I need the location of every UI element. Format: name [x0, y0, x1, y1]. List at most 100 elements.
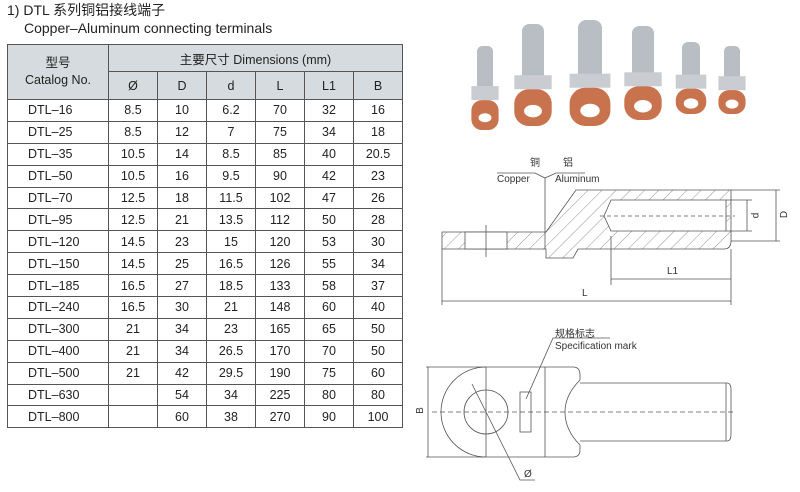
value-cell: 190: [255, 361, 305, 385]
catalog-header-en: Catalog No.: [24, 73, 91, 87]
column-header-5: B: [353, 71, 403, 100]
value-cell: 21: [206, 296, 256, 319]
catalog-cell: DTL–300: [7, 317, 109, 341]
value-cell: 21: [108, 361, 158, 385]
value-cell: 30: [353, 230, 403, 254]
value-cell: 165: [255, 317, 305, 341]
value-cell: 25: [157, 252, 207, 276]
copper-label-cn: 铜: [530, 158, 540, 169]
value-cell: 47: [304, 186, 354, 210]
value-cell: 40: [304, 142, 354, 166]
dim-B-label: B: [414, 407, 426, 414]
value-cell: 12.5: [108, 208, 158, 232]
catalog-cell: DTL–70: [7, 186, 109, 210]
value-cell: 9.5: [206, 164, 256, 188]
value-cell: 170: [255, 339, 305, 363]
terminal-section-body: [441, 189, 732, 259]
value-cell: 8.5: [108, 99, 158, 122]
catalog-cell: DTL–35: [7, 142, 109, 166]
value-cell: 90: [255, 164, 305, 188]
top-view-diagram: [426, 337, 735, 481]
catalog-cell: DTL–95: [7, 208, 109, 232]
value-cell: 15: [206, 230, 256, 254]
value-cell: 53: [304, 230, 354, 254]
aluminum-label-en: Aluminum: [555, 174, 600, 185]
side-section-diagram: [441, 172, 780, 305]
terminal-photo-item: [675, 42, 707, 114]
value-cell: 13.5: [206, 208, 256, 232]
value-cell: 29.5: [206, 361, 256, 385]
value-cell: 7: [206, 120, 256, 144]
spec-mark-label-en: Specification mark: [555, 341, 637, 352]
value-cell: 58: [304, 274, 354, 298]
spec-mark-label-cn: 规格标志: [555, 329, 595, 340]
column-header-3: L: [255, 71, 305, 100]
spec-mark-box: [519, 391, 532, 433]
catalog-cell: DTL–185: [7, 274, 109, 298]
value-cell: 42: [157, 361, 207, 385]
value-cell: 50: [304, 208, 354, 232]
value-cell: 148: [255, 296, 305, 319]
value-cell: 16.5: [108, 296, 158, 319]
dim-L-label: L: [582, 288, 588, 299]
value-cell: 6.2: [206, 99, 256, 122]
catalog-cell: DTL–16: [7, 99, 109, 122]
value-cell: 112: [255, 208, 305, 232]
value-cell: 28: [353, 208, 403, 232]
value-cell: 37: [353, 274, 403, 298]
dim-D-label: D: [779, 210, 791, 219]
value-cell: 18.5: [206, 274, 256, 298]
value-cell: 225: [255, 383, 305, 407]
value-cell: 34: [157, 339, 207, 363]
value-cell: 55: [304, 252, 354, 276]
terminal-photo-item: [624, 26, 662, 120]
catalog-cell: DTL–25: [7, 120, 109, 144]
value-cell: 21: [157, 208, 207, 232]
catalog-cell: DTL–240: [7, 296, 109, 319]
dim-L1-label: L1: [667, 266, 679, 277]
value-cell: 20.5: [353, 142, 403, 166]
catalog-cell: DTL–50: [7, 164, 109, 188]
value-cell: 70: [255, 99, 305, 122]
value-cell: 54: [157, 383, 207, 407]
value-cell: 34: [353, 252, 403, 276]
catalog-cell: DTL–630: [7, 383, 109, 407]
terminal-outline: [440, 366, 581, 458]
value-cell: 120: [255, 230, 305, 254]
value-cell: 70: [304, 339, 354, 363]
value-cell: 26: [353, 186, 403, 210]
value-cell: 32: [304, 99, 354, 122]
bore: [603, 199, 727, 232]
terminal-photo-item: [471, 46, 499, 130]
value-cell: 126: [255, 252, 305, 276]
column-header-2: d: [206, 71, 256, 100]
value-cell: 23: [157, 230, 207, 254]
catalog-cell: DTL–150: [7, 252, 109, 276]
terminal-photo-item: [569, 20, 611, 126]
value-cell: 8.5: [206, 142, 256, 166]
value-cell: 80: [304, 383, 354, 407]
value-cell: 16: [157, 164, 207, 188]
value-cell: 60: [304, 296, 354, 319]
value-cell: 270: [255, 405, 305, 429]
tube: [580, 382, 732, 442]
value-cell: 26.5: [206, 339, 256, 363]
page-subtitle: Copper–Aluminum connecting terminals: [24, 20, 273, 36]
value-cell: 133: [255, 274, 305, 298]
value-cell: 65: [304, 317, 354, 341]
value-cell: 18: [157, 186, 207, 210]
dim-hole-label: Ø: [524, 469, 532, 480]
value-cell: 16: [353, 99, 403, 122]
value-cell: [108, 405, 158, 429]
value-cell: 60: [353, 361, 403, 385]
value-cell: 34: [304, 120, 354, 144]
